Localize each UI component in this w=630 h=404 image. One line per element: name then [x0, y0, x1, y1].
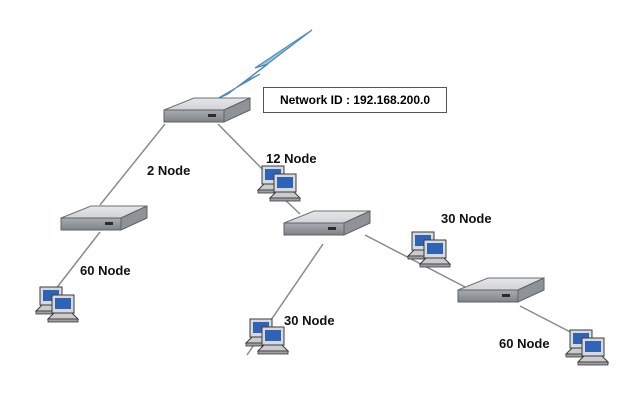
network-id-box: Network ID : 192.168.200.0 [263, 87, 447, 113]
computer-group-icon-60-node-right [566, 330, 608, 365]
router-icon-top [163, 97, 251, 123]
computer-group-icon-30-node-right [408, 232, 450, 267]
link-left-router-to-pcs [54, 231, 101, 291]
label-2-node: 2 Node [147, 163, 191, 178]
lightning-icon [214, 29, 313, 101]
link-top-to-left-router [99, 123, 166, 206]
label-12-node: 12 Node [266, 151, 317, 166]
computer-group-icon-left [36, 287, 78, 322]
computer-group-icon-12-node [258, 166, 300, 201]
link-top-to-12-node [217, 123, 269, 176]
label-30-node-bottom: 30 Node [284, 313, 335, 328]
router-icon-left [60, 205, 148, 231]
link-mid-router-to-right [364, 234, 466, 288]
label-30-node-right: 30 Node [441, 211, 492, 226]
label-60-node-right: 60 Node [499, 336, 550, 351]
computer-group-icon-30-node-bottom [246, 319, 288, 354]
label-60-node-left: 60 Node [80, 263, 131, 278]
router-icon-right [457, 277, 545, 303]
router-icon-middle [283, 210, 371, 236]
